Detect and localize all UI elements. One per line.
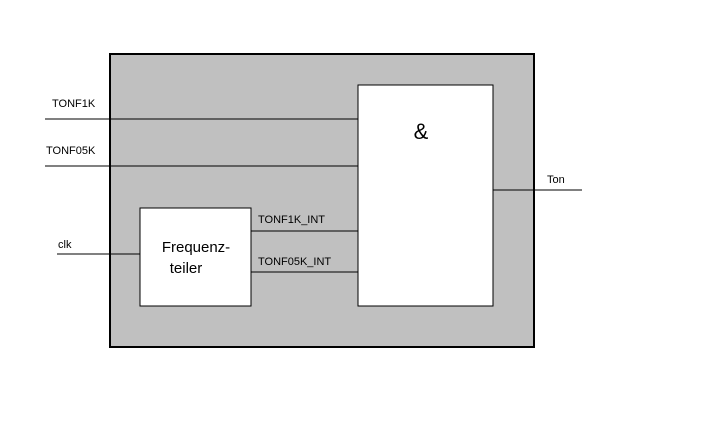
tonf1k-label: TONF1K: [52, 98, 96, 110]
and-gate-block: [357, 84, 494, 307]
tonf05k-int-label: TONF05K_INT: [258, 256, 331, 268]
tonf05k-label: TONF05K: [46, 145, 96, 157]
frequency-divider-block: [139, 207, 252, 307]
frequency-divider-label-line1: Frequenz-: [162, 239, 230, 256]
and-gate-symbol: &: [414, 119, 429, 144]
ton-output-label: Ton: [547, 174, 565, 186]
frequency-divider-label-line2: teiler: [170, 260, 203, 277]
clk-label: clk: [58, 239, 72, 251]
tonf1k-int-label: TONF1K_INT: [258, 214, 325, 226]
